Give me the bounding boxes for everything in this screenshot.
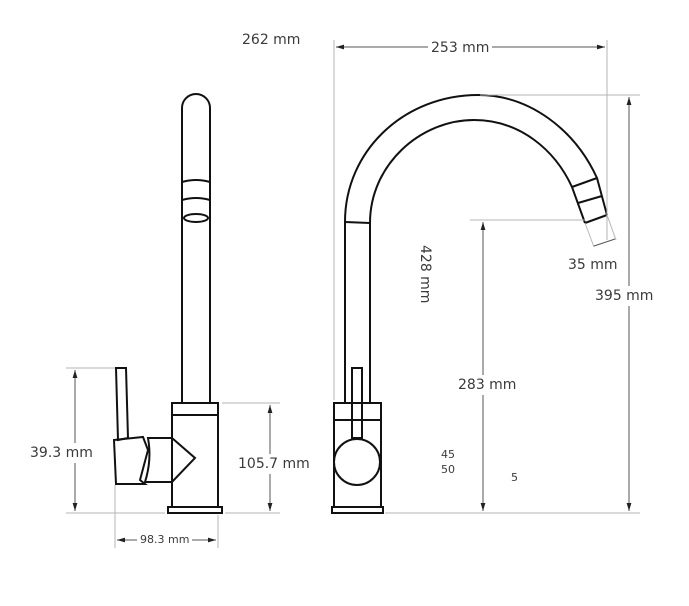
body [171, 402, 219, 508]
side-view [66, 93, 280, 548]
handle-block [112, 435, 150, 485]
label-262: 262 mm [242, 32, 301, 48]
label-total-height: 395 mm [595, 286, 654, 306]
handle-lever [351, 367, 363, 439]
note-5: 5 [511, 470, 518, 486]
aerator [183, 213, 209, 223]
label-body-height: 105.7 mm [238, 454, 310, 474]
note-50: 50 [441, 462, 455, 478]
base-plate [167, 506, 223, 514]
extension-line [606, 214, 617, 241]
spout-rings [181, 179, 211, 201]
label-handle-height: 39.3 mm [30, 443, 93, 463]
spout-inner [369, 118, 586, 403]
front-view [331, 40, 640, 514]
spout-outer [344, 93, 608, 403]
cartridge [143, 437, 197, 483]
label-spout-length: 428 mm [417, 245, 433, 304]
dim-line-aerator [593, 238, 616, 247]
spout-rod [181, 93, 211, 403]
label-reach: 253 mm [428, 40, 493, 56]
label-clearance: 283 mm [458, 375, 517, 395]
spout-joint-line [344, 221, 371, 224]
label-aerator: 35 mm [568, 257, 618, 273]
note-45: 45 [441, 447, 455, 463]
body [333, 402, 382, 508]
handle-knob [333, 438, 381, 486]
extension-line [584, 222, 595, 248]
base-plate [331, 506, 384, 514]
handle-lever [114, 367, 130, 442]
label-body-depth: 98.3 mm [137, 532, 193, 548]
spout-rings [571, 177, 608, 224]
